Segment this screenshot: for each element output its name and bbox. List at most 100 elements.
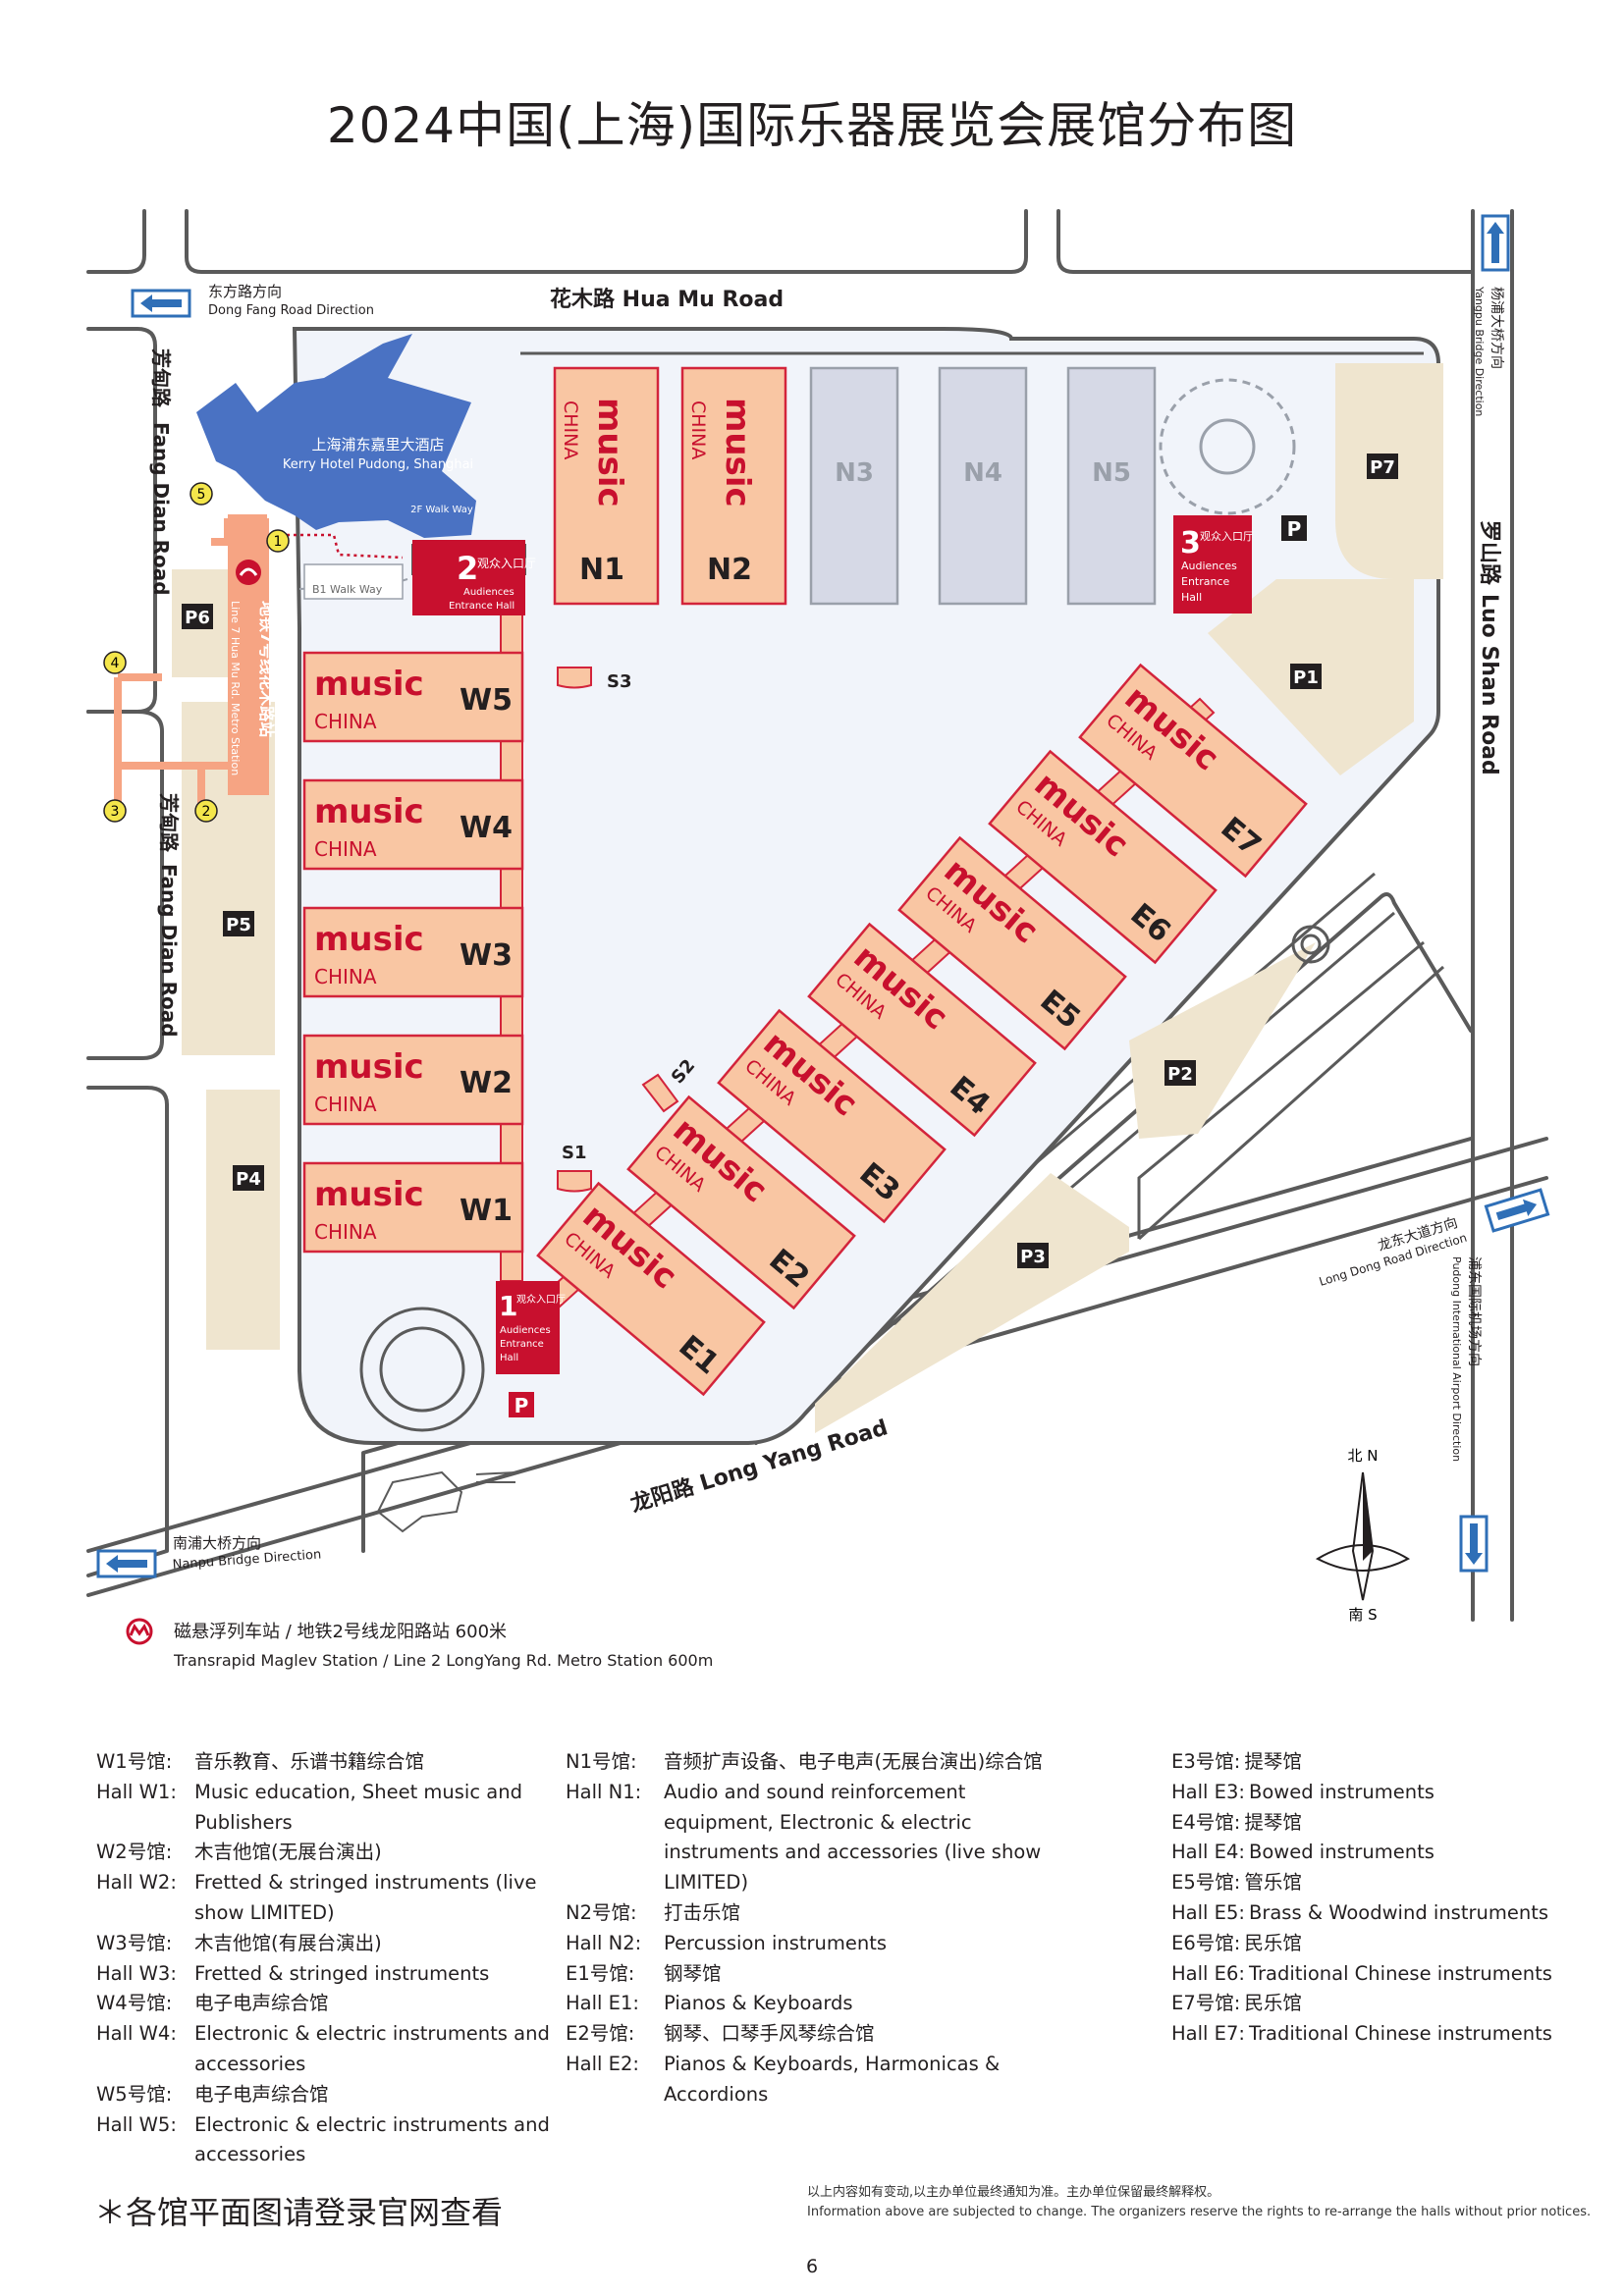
hall-w2: music CHINA W2 <box>302 1034 524 1126</box>
hall-w3-brand-bottom: CHINA <box>314 965 377 988</box>
direction-yangpu-cn: 杨浦大桥方向 <box>1489 287 1504 369</box>
hall-n2: music CHINA N2 <box>680 366 787 606</box>
page-title: 2024中国(上海)国际乐器展览会展馆分布图 <box>326 97 1298 154</box>
legend-label: Hall E2: <box>566 2052 639 2075</box>
legend-row: Hall N1:Audio and sound reinforcement eq… <box>566 1778 1076 1898</box>
hall-w4-label: W4 <box>460 811 513 845</box>
arrow-left-icon <box>140 294 182 312</box>
parking-mark-entrance-3: P <box>1287 517 1302 541</box>
road-fang-dian-north-en: Fang Dian Road <box>149 422 173 596</box>
hall-w4-brand-bottom: CHINA <box>314 837 377 861</box>
legend-row: W4号馆:电子电声综合馆 <box>96 1989 558 2019</box>
road-luo-shan-en: Luo Shan Road <box>1477 594 1501 775</box>
legend-label: E1号馆: <box>566 1961 635 1985</box>
arrow-up-icon <box>1487 222 1504 263</box>
legend-value: 民乐馆 <box>1244 1992 1302 2015</box>
entrance-1-en3: Hall <box>500 1353 518 1363</box>
legend-row: Hall W2:Fretted & stringed instruments (… <box>96 1868 558 1929</box>
hall-w2-brand-bottom: CHINA <box>314 1093 377 1116</box>
legend-label: Hall E1: <box>566 1992 639 2015</box>
metro-station: 地铁7号线花木路站 Line 7 Hua Mu Rd. Metro Statio… <box>114 514 276 805</box>
legend-label: W5号馆: <box>96 2082 173 2106</box>
parking-markers: P P <box>509 515 1307 1417</box>
compass: 北 N 南 S <box>1315 1447 1411 1624</box>
legend-label: Hall E3: <box>1171 1780 1245 1803</box>
legend-row: Hall W5:Electronic & electric instrument… <box>96 2110 558 2171</box>
legend-row: E4号馆:提琴馆 <box>1171 1808 1584 1839</box>
legend-value: 电子电声综合馆 <box>194 1992 329 2015</box>
parking-area-p2 <box>1129 942 1316 1139</box>
hall-w5-label: W5 <box>460 683 513 718</box>
legend-row: Hall E3:Bowed instruments <box>1171 1778 1584 1808</box>
hall-w5: music CHINA W5 <box>302 651 524 743</box>
compass-south: 南 S <box>1348 1606 1377 1624</box>
legend-value: Fretted & stringed instruments <box>194 1961 490 1985</box>
arrow-right-icon <box>1495 1199 1538 1220</box>
parking-area-p3 <box>815 1173 1129 1433</box>
legend-label: Hall W2: <box>96 1871 177 1895</box>
legend-label: W2号馆: <box>96 1841 173 1864</box>
legend-row: W5号馆:电子电声综合馆 <box>96 2080 558 2110</box>
legend-label: Hall W4: <box>96 2022 177 2046</box>
entrance-1: 1 观众入口厅 Audiences Entrance Hall <box>496 1281 566 1374</box>
direction-yangpu-en: Yangpu Bridge Direction <box>1473 286 1486 416</box>
legend-label: N2号馆: <box>566 1900 637 1924</box>
legend-label: E2号馆: <box>566 2022 635 2046</box>
legend-value: 木吉他馆(无展台演出) <box>194 1841 382 1864</box>
legend-label: Hall W1: <box>96 1780 177 1803</box>
metro-logo-icon <box>129 1623 150 1636</box>
legend-row: Hall E7:Traditional Chinese instruments <box>1171 2019 1584 2050</box>
parking-mark-entrance-1: P <box>514 1394 529 1417</box>
legend-label: E7号馆: <box>1171 1992 1241 2015</box>
entrance-3-en3: Hall <box>1181 591 1202 604</box>
hall-w4: music CHINA W4 <box>302 778 524 871</box>
legend-row: Hall W4:Electronic & electric instrument… <box>96 2019 558 2080</box>
legend-value: 音频扩声设备、电子电声(无展台演出)综合馆 <box>664 1750 1043 1773</box>
hall-w1-brand-top: music <box>314 1175 424 1214</box>
hall-w3-brand-top: music <box>314 920 424 959</box>
west-halls: music CHINA W5 music CHINA W4 music CHIN… <box>302 651 524 1254</box>
legend-label: W3号馆: <box>96 1931 173 1954</box>
walkways: B1 Walk Way <box>280 533 408 600</box>
entrance-3-en2: Entrance <box>1181 575 1230 588</box>
legend-value: Pianos & Keyboards, Harmonicas & Accordi… <box>664 2052 1001 2106</box>
legend-row: E2号馆:钢琴、口琴手风琴综合馆 <box>566 2019 1076 2050</box>
parking-labels: P7 P1 P2 P3 P4 P5 P6 <box>182 454 1398 1268</box>
hall-n4-label: N4 <box>963 458 1002 488</box>
legend-value: Traditional Chinese instruments <box>1248 2022 1552 2046</box>
legend-row: W2号馆: 木吉他馆(无展台演出) <box>96 1838 558 1868</box>
hall-w4-brand-top: music <box>314 792 424 831</box>
legend-value: 提琴馆 <box>1244 1810 1302 1834</box>
entrance-1-cn: 观众入口厅 <box>516 1294 566 1306</box>
page-number: 6 <box>805 2256 819 2277</box>
legend-value: 民乐馆 <box>1244 1931 1302 1954</box>
north-halls: music CHINA N1 music CHINA N2 N3 N4 N5 <box>553 366 1157 606</box>
legend-label: Hall E6: <box>1171 1961 1245 1985</box>
entrance-2: 2 观众入口厅 Audiences Entrance Hall <box>412 540 536 615</box>
disclaimer-en: Information above are subjected to chang… <box>807 2205 1592 2219</box>
arrow-down-icon <box>1465 1523 1483 1565</box>
legend-label: Hall E4: <box>1171 1841 1245 1864</box>
metro-exit-5: 5 <box>197 487 206 503</box>
hall-w1-brand-bottom: CHINA <box>314 1220 377 1244</box>
metro-station-cn: 地铁7号线花木路站 <box>257 601 276 737</box>
legend-row: E7号馆:民乐馆 <box>1171 1989 1584 2019</box>
legend-label: W1号馆: <box>96 1750 173 1773</box>
legend-value: Bowed instruments <box>1248 1780 1435 1803</box>
hall-w5-brand-top: music <box>314 665 424 704</box>
maglev-note: 磁悬浮列车站 / 地铁2号线龙阳路站 600米 Transrapid Magle… <box>126 1618 713 1670</box>
hall-w5-brand-bottom: CHINA <box>314 710 377 733</box>
stand-s3: S3 <box>607 671 632 692</box>
direction-pudong-en: Pudong International Airport Direction <box>1450 1256 1463 1462</box>
hall-e6: music CHINA E6 <box>988 749 1218 965</box>
parking-p6: P6 <box>185 608 210 628</box>
legend-label: Hall N2: <box>566 1931 642 1954</box>
walkway-2f-label: 2F Walk Way <box>410 505 473 515</box>
maglev-en: Transrapid Maglev Station / Line 2 LongY… <box>173 1651 713 1670</box>
legend-value: 音乐教育、乐谱书籍综合馆 <box>194 1750 425 1773</box>
parking-p1: P1 <box>1293 667 1319 688</box>
legend-value: 提琴馆 <box>1244 1750 1302 1773</box>
